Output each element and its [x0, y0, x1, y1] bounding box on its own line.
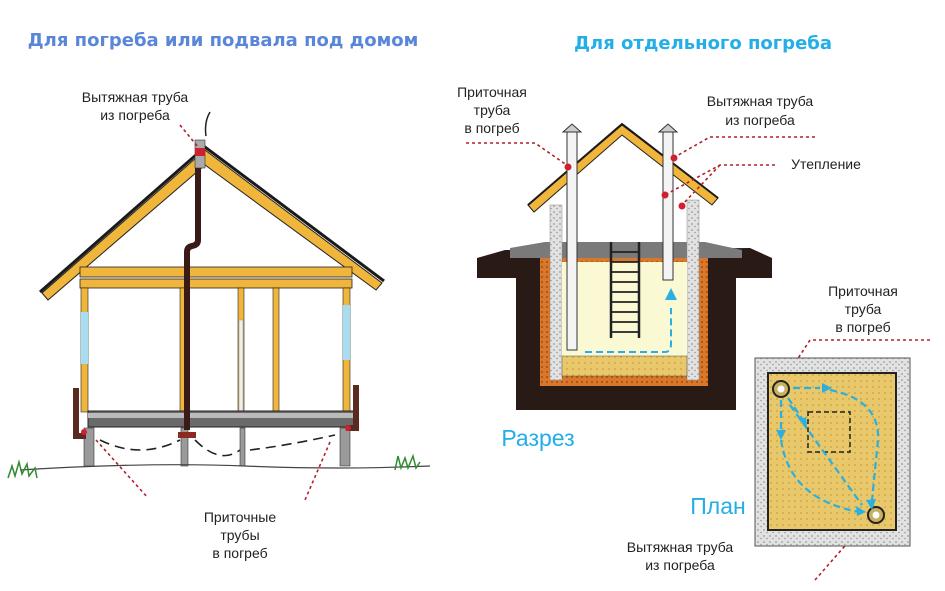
plan-exhaust-label-1: Вытяжная труба — [627, 539, 734, 555]
house-cross-section — [7, 111, 431, 479]
left-intake-label-3: в погреб — [212, 545, 267, 561]
insulation-label: Утепление — [791, 156, 861, 172]
left-title: Для погреба или подвала под домом — [28, 30, 419, 51]
left-intake-label-1: Приточные — [204, 509, 276, 525]
plan-intake-label-3: в погреб — [835, 319, 890, 335]
plan-label: План — [690, 493, 745, 519]
left-intake-label-2: трубы — [220, 527, 259, 543]
plan-exhaust-label-2: из погреба — [645, 557, 715, 573]
right-intake-label-1: Приточная — [457, 84, 527, 100]
left-exhaust-label-2: из погреба — [100, 107, 170, 123]
cellar-plan — [754, 357, 911, 547]
right-intake-label-3: в погреб — [464, 120, 519, 136]
cellar-section — [477, 122, 772, 410]
left-exhaust-label-1: Вытяжная труба — [82, 89, 189, 105]
plan-intake-label-2: труба — [845, 301, 882, 317]
right-intake-label-2: труба — [474, 102, 511, 118]
section-label: Разрез — [501, 425, 574, 451]
left-leader-lines — [95, 124, 331, 501]
plan-intake-label-1: Приточная — [828, 283, 898, 299]
right-marker-dots — [564, 154, 686, 210]
right-exhaust-label-2: из погреба — [725, 112, 795, 128]
right-title: Для отдельного погреба — [574, 33, 832, 54]
right-exhaust-label-1: Вытяжная труба — [707, 93, 814, 109]
